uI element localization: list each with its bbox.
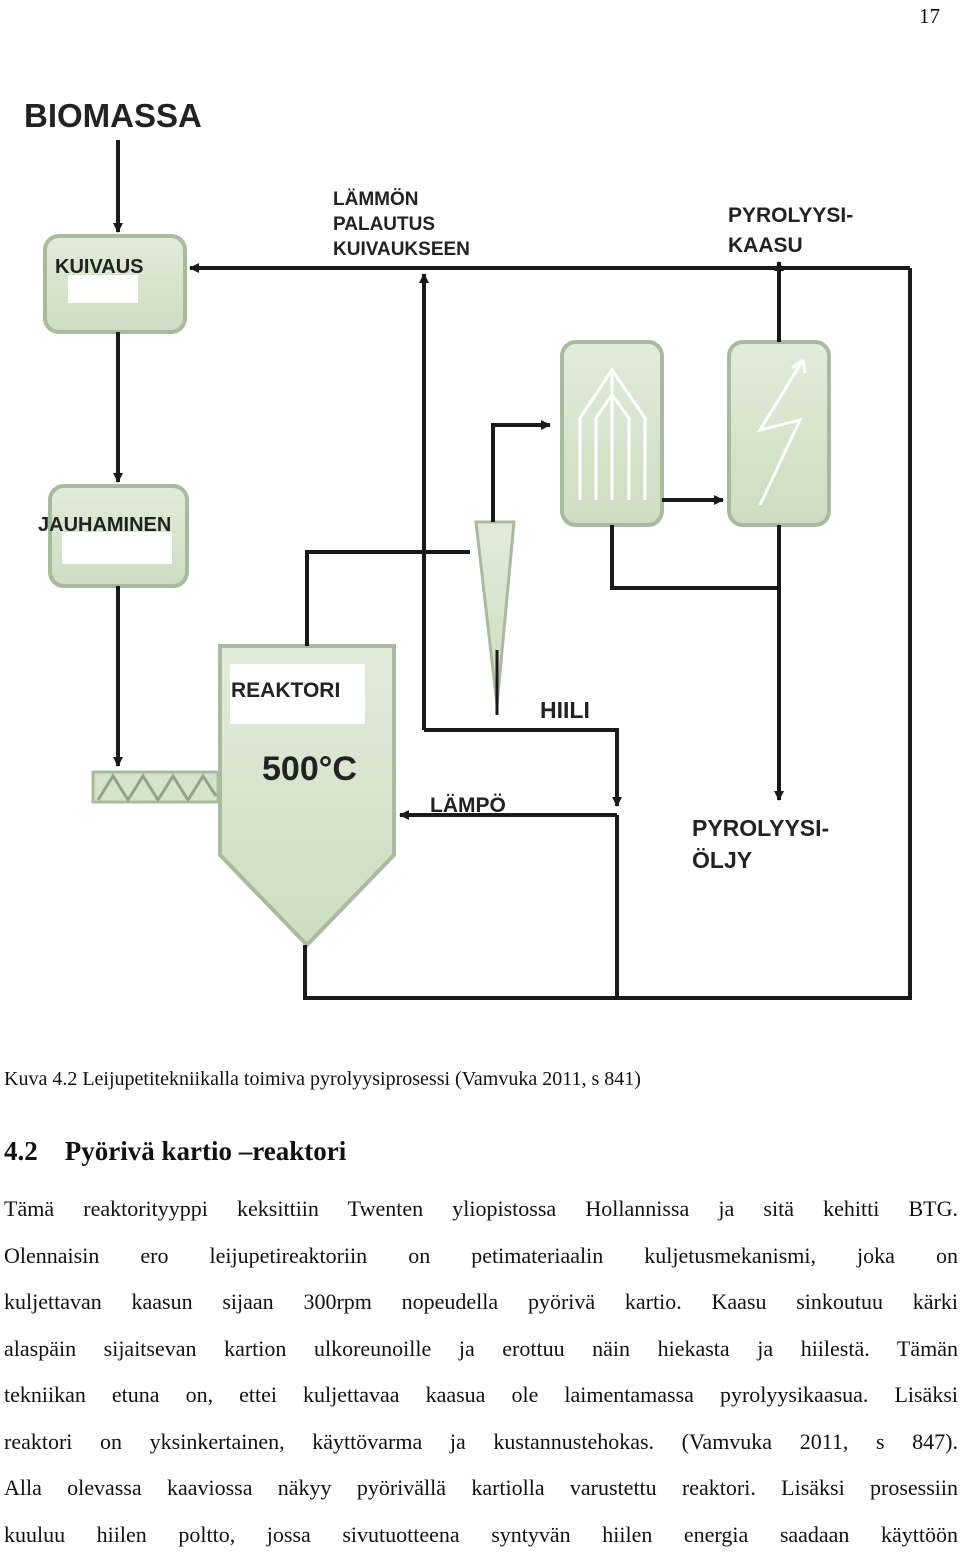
label-pyrolysis-oil-1: PYROLYYSI-: [692, 815, 829, 841]
label-temperature: 500°C: [262, 750, 357, 788]
paragraph-line: Alla olevassa kaaviossa näkyy pyörivällä…: [4, 1465, 958, 1512]
paragraph-line: Tämä reaktorityyppi keksittiin Twenten y…: [4, 1186, 958, 1233]
paragraph-line: reaktori on yksinkertainen, käyttövarma …: [4, 1419, 958, 1466]
pyrolysis-process-diagram: BIOMASSA KUIVAUS LÄMMÖN PALAUTUS KUIVAUK…: [0, 0, 960, 1030]
cyclone: [476, 522, 514, 705]
label-pyrolysis-oil-2: ÖLJY: [692, 847, 752, 873]
paragraph-line: alaspäin sijaitsevan kartion ulkoreunoil…: [4, 1326, 958, 1373]
paragraph-line: kuuluu hiilen poltto, jossa sivutuotteen…: [4, 1512, 958, 1558]
label-heat-return-3: KUIVAUKSEEN: [333, 239, 470, 260]
body-paragraph: Tämä reaktorityyppi keksittiin Twenten y…: [4, 1186, 958, 1558]
section-number: 4.2: [4, 1136, 38, 1166]
section-heading: 4.2 Pyörivä kartio –reaktori: [4, 1136, 346, 1167]
label-heat-return-2: PALAUTUS: [333, 214, 435, 235]
label-pyrolysis-gas-1: PYROLYYSI-: [728, 204, 853, 227]
label-heat: LÄMPÖ: [430, 794, 506, 817]
paragraph-line: kuljettavan kaasun sijaan 300rpm nopeude…: [4, 1279, 958, 1326]
condenser-2: [729, 342, 829, 525]
figure-caption: Kuva 4.2 Leijupetitekniikalla toimiva py…: [4, 1068, 641, 1091]
label-drying: KUIVAUS: [55, 256, 144, 278]
paragraph-line: tekniikan etuna on, ettei kuljettavaa ka…: [4, 1372, 958, 1419]
label-char: HIILI: [540, 697, 590, 723]
section-title: Pyörivä kartio –reaktori: [65, 1136, 346, 1166]
label-pyrolysis-gas-2: KAASU: [728, 234, 803, 257]
screw-feeder: [93, 772, 218, 802]
label-biomass: BIOMASSA: [24, 97, 202, 134]
label-heat-return-1: LÄMMÖN: [333, 189, 418, 210]
paragraph-line: Olennaisin ero leijupetireaktoriin on pe…: [4, 1233, 958, 1280]
label-reactor: REAKTORI: [231, 679, 340, 702]
label-grinding: JAUHAMINEN: [38, 514, 171, 536]
